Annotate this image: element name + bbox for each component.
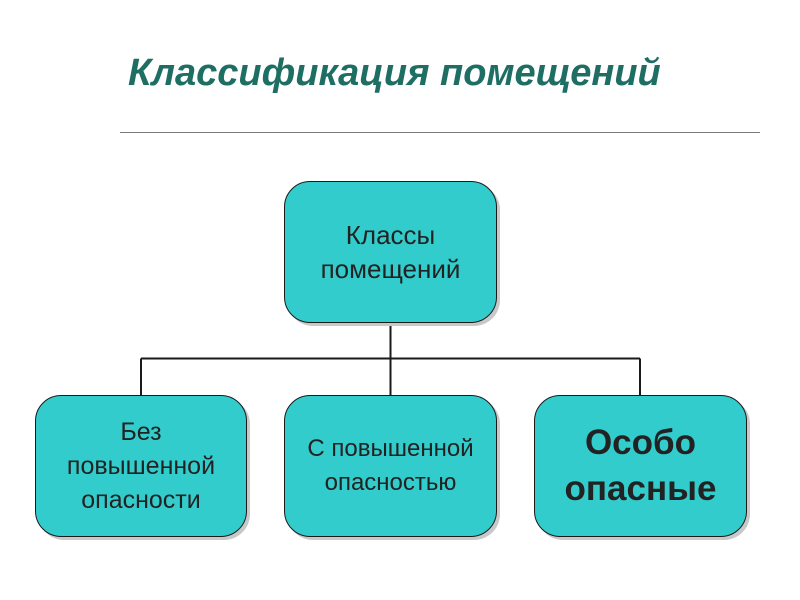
node-text-line: С повышенной: [307, 435, 474, 462]
node-room-classes: Классы помещений: [284, 181, 497, 323]
node-no-increased-danger: Без повышенной опасности: [35, 395, 247, 537]
slide-title: Классификация помещений: [128, 52, 661, 94]
node-text-line: Без: [120, 418, 162, 446]
node-increased-danger: С повышенной опасностью: [284, 395, 497, 537]
node-increased-danger-text: С повышенной опасностью: [307, 432, 473, 500]
node-room-classes-text: Классы помещений: [321, 218, 461, 286]
node-text-line: помещений: [320, 254, 461, 284]
node-especially-dangerous-text: Особо опасные: [565, 420, 717, 512]
title-divider: [120, 132, 760, 133]
node-no-increased-danger-text: Без повышенной опасности: [67, 415, 215, 517]
node-text-line: опасные: [564, 469, 717, 508]
node-text-line: повышенной: [66, 452, 216, 480]
node-text-line: опасностью: [324, 469, 457, 496]
node-especially-dangerous: Особо опасные: [534, 395, 747, 537]
node-text-line: опасности: [81, 486, 201, 514]
node-text-line: Особо: [584, 423, 697, 462]
node-text-line: Классы: [345, 220, 436, 250]
